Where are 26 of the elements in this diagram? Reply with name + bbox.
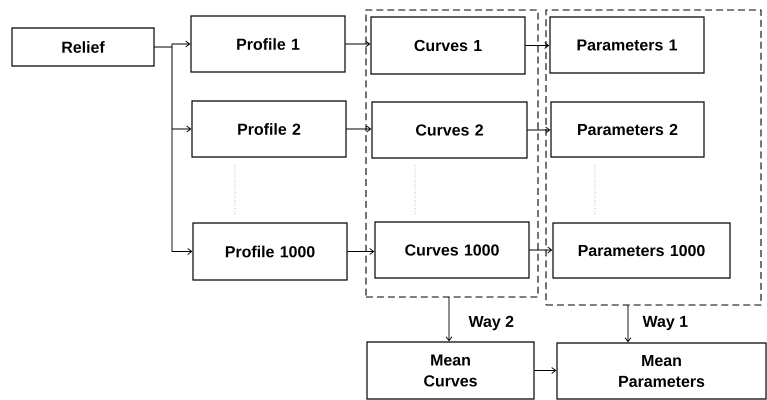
arrow: [345, 40, 370, 48]
process-box: Curves 1000: [374, 221, 530, 279]
arrow: [446, 297, 452, 342]
process-box: Parameters 2: [550, 101, 705, 158]
arrow: [347, 248, 374, 255]
arrow: [529, 246, 552, 254]
process-box: Parameters 1: [549, 16, 705, 74]
dashed-group-box: [365, 9, 539, 298]
arrow: [154, 46, 192, 255]
arrow: [624, 305, 632, 342]
arrow: [527, 126, 550, 134]
process-box: Profile 2: [191, 100, 347, 158]
arrow: [346, 126, 372, 132]
process-box: Profile 1: [190, 15, 346, 73]
edge-label: Way 2: [468, 314, 516, 332]
arrow: [525, 42, 550, 49]
process-box: Curves 2: [371, 101, 528, 159]
arrow: [534, 367, 556, 374]
edge-label: Way 1: [642, 314, 690, 332]
process-box: Parameters 1000: [552, 222, 731, 279]
process-box: Mean Curves: [366, 341, 535, 400]
process-box: Mean Parameters: [556, 342, 767, 400]
process-box: Profile 1000: [192, 222, 348, 281]
process-box: Curves 1: [370, 16, 526, 75]
dashed-group-box: [545, 9, 762, 306]
process-box: Relief: [11, 27, 155, 67]
